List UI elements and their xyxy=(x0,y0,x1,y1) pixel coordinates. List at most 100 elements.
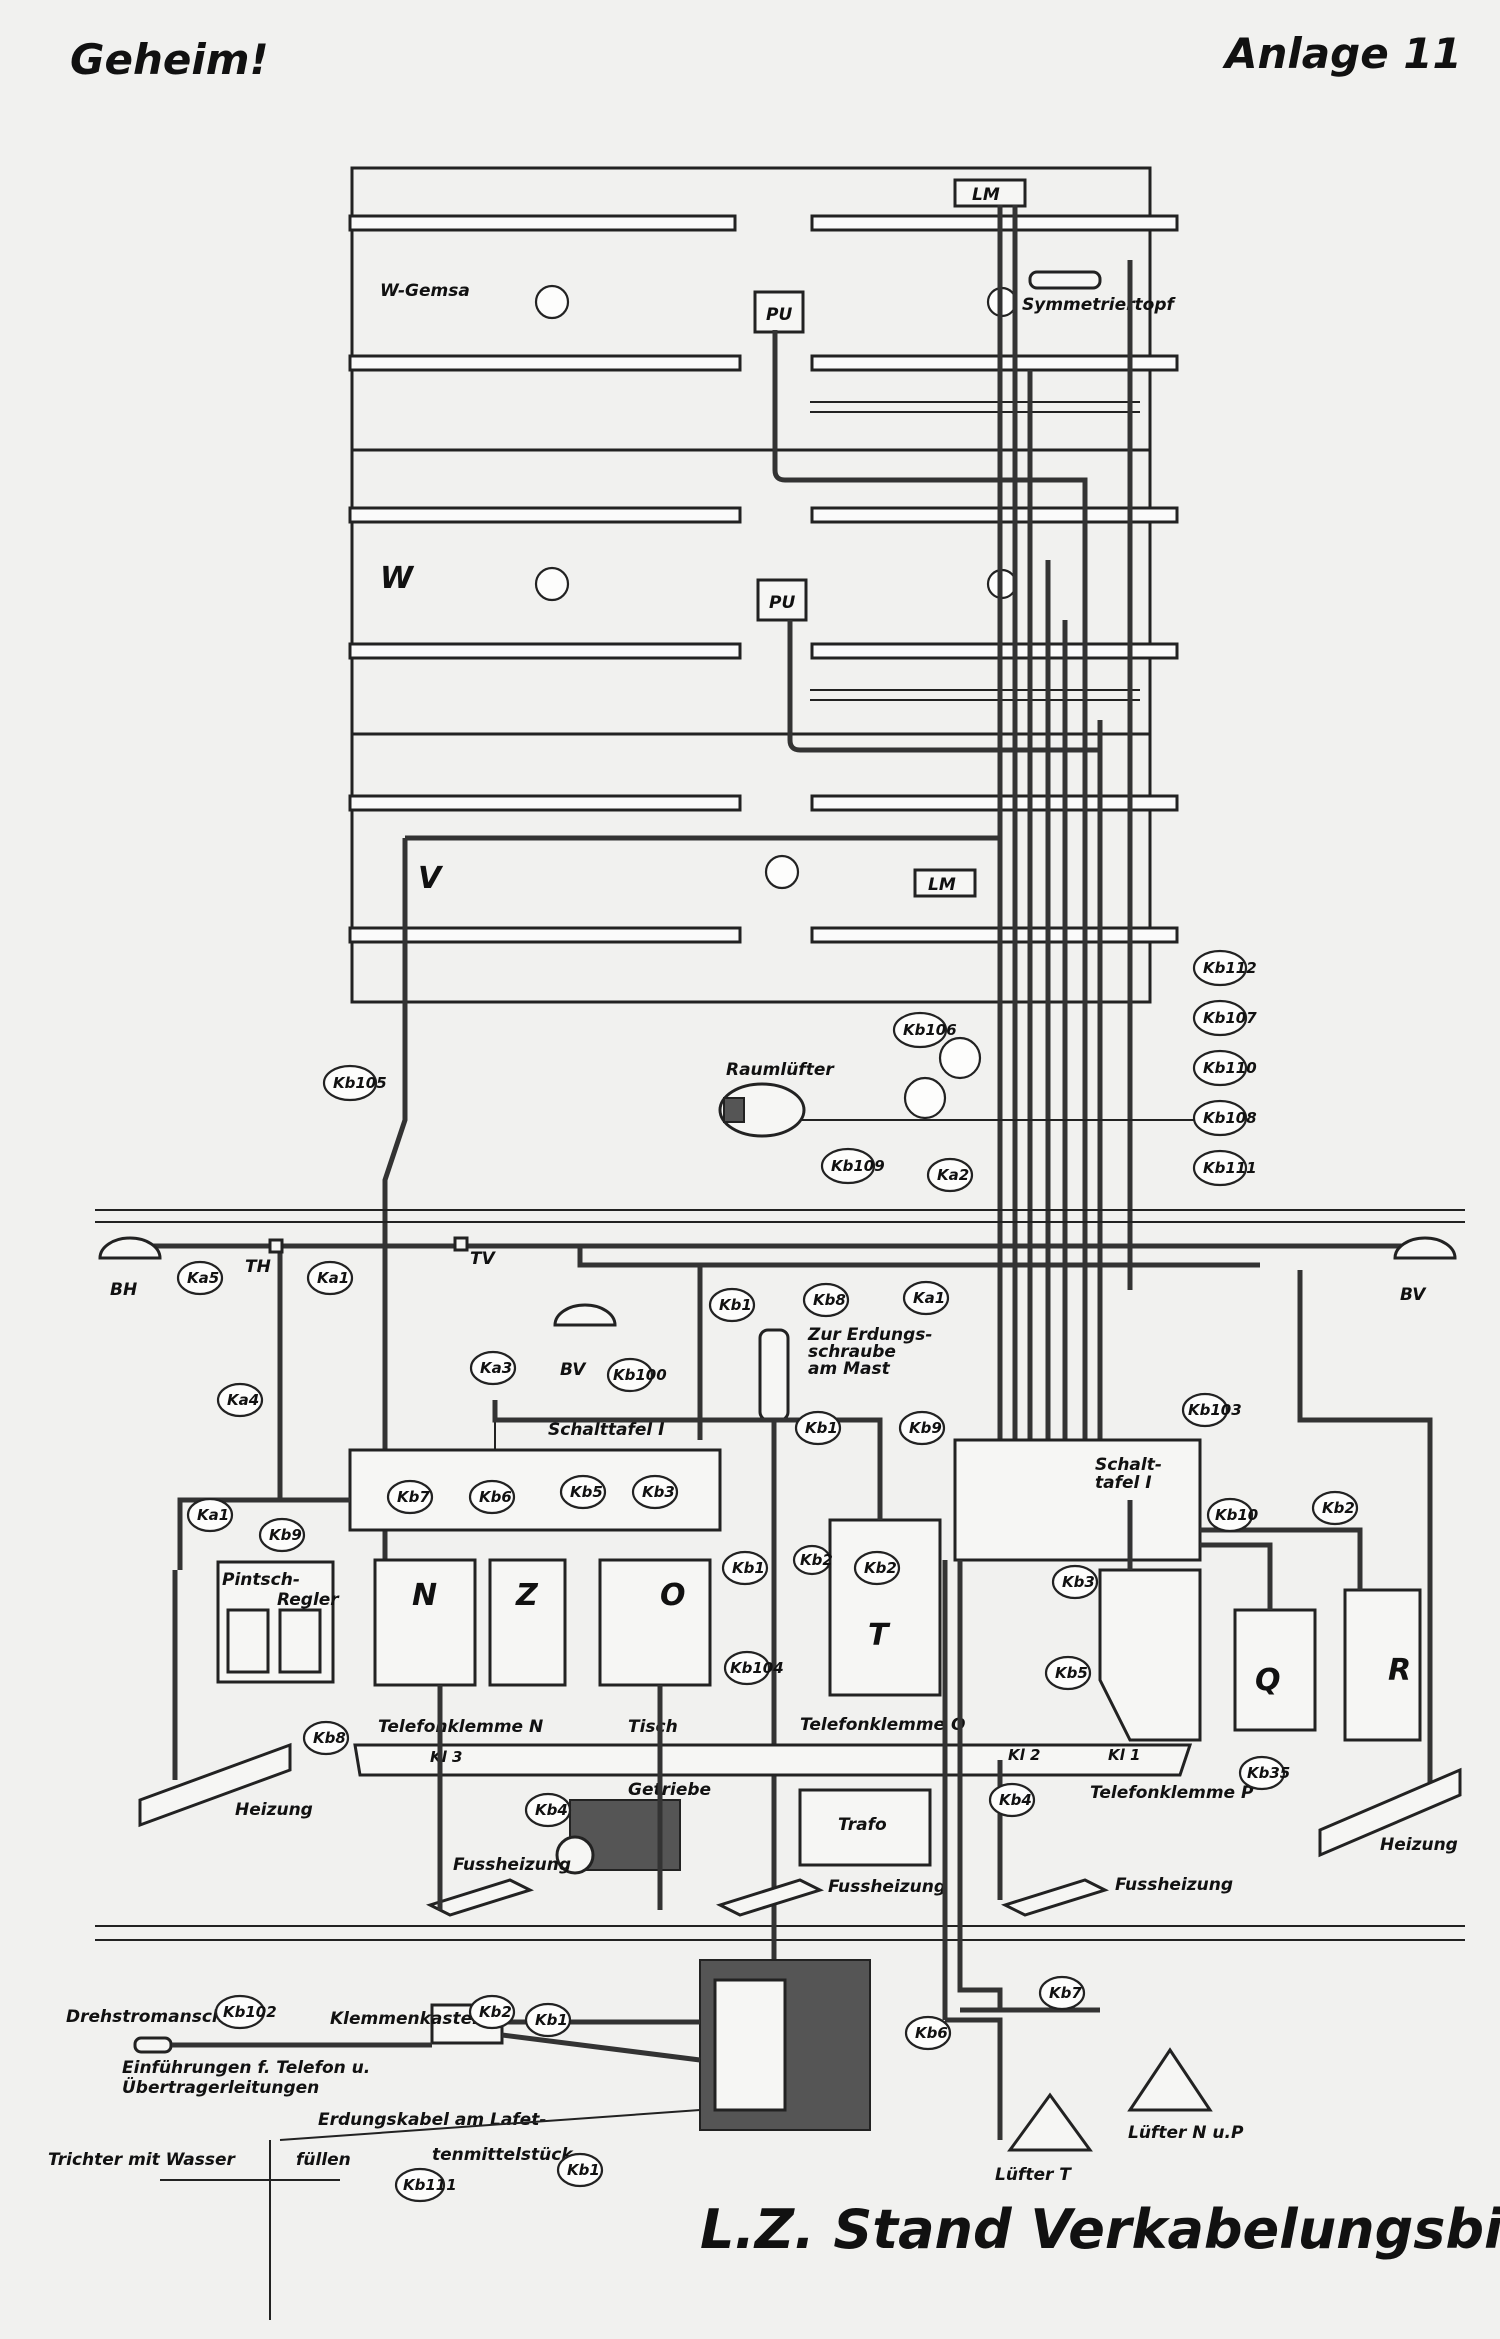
fussheizung-1 xyxy=(426,1878,534,1917)
section-label-w-gemsa: W-Gemsa xyxy=(380,281,470,301)
schalttafel-right-label-2: tafel I xyxy=(1095,1473,1152,1493)
svg-text:Kb8: Kb8 xyxy=(813,1291,846,1309)
tag-kb103: Kb103 xyxy=(1181,1392,1242,1428)
einfuehrungen-label-1: Einführungen f. Telefon u. xyxy=(122,2058,370,2078)
th-label: TH xyxy=(245,1257,271,1277)
tag-kb1d: Kb1 xyxy=(524,2002,572,2038)
schalttafel-left xyxy=(348,1448,722,1532)
mount-ring-v xyxy=(764,854,800,890)
unit-t-label: T xyxy=(868,1618,891,1653)
schalttafel-right xyxy=(953,1438,1202,1562)
svg-text:Ka5: Ka5 xyxy=(187,1269,219,1287)
luefter-t xyxy=(1007,2092,1093,2152)
tag-kb4b: Kb4 xyxy=(988,1782,1036,1818)
open-ring-2 xyxy=(903,1076,947,1120)
tag-kb35: Kb35 xyxy=(1238,1755,1290,1791)
svg-text:Kb103: Kb103 xyxy=(1188,1401,1242,1419)
tag-kb2d: Kb2 xyxy=(468,1994,516,2030)
svg-text:Ka1: Ka1 xyxy=(317,1269,349,1287)
svg-text:Ka1: Ka1 xyxy=(913,1289,945,1307)
unit-q-label: Q xyxy=(1255,1663,1281,1698)
schalttafel-left-label: Schalttafel I xyxy=(548,1420,664,1440)
svg-text:Kb1: Kb1 xyxy=(535,2011,568,2029)
pintsch-label-2: Regler xyxy=(277,1590,340,1610)
tag-kb109: Kb109 xyxy=(820,1147,885,1185)
fussheizung-2 xyxy=(716,1878,824,1917)
pintsch-label-1: Pintsch- xyxy=(222,1570,300,1590)
tag-kb7a: Kb7 xyxy=(386,1479,434,1515)
tag-kb1c: Kb1 xyxy=(721,1550,769,1586)
klemmenkasten-label: Klemmenkasten xyxy=(330,2009,484,2029)
tag-kb10: Kb10 xyxy=(1206,1497,1258,1533)
bracket-right xyxy=(1098,1568,1202,1742)
tag-ka1b: Ka1 xyxy=(902,1280,950,1316)
tag-kb2a: Kb2 xyxy=(1311,1490,1359,1526)
svg-text:Kb109: Kb109 xyxy=(831,1157,885,1175)
unit-z-label: Z xyxy=(515,1578,539,1613)
mount-ring-w-gemsa xyxy=(534,284,570,320)
unit-r-label: R xyxy=(1388,1653,1411,1688)
raumluefter-label: Raumlüfter xyxy=(726,1060,835,1080)
luefter-t-label: Lüfter T xyxy=(995,2165,1072,2185)
svg-text:Kb112: Kb112 xyxy=(1203,959,1257,977)
bv-lamp-right xyxy=(1393,1236,1457,1260)
cabin-wiring xyxy=(172,1440,1363,2020)
annex-heading: Anlage 11 xyxy=(1222,29,1462,78)
erdungskabel-label-2: tenmittelstück xyxy=(432,2145,574,2165)
tag-kb2b: Kb2 xyxy=(792,1544,833,1576)
heizung-right xyxy=(1318,1767,1462,1858)
tag-kb107: Kb107 xyxy=(1192,999,1257,1037)
unit-t xyxy=(828,1518,942,1697)
fussheizung-3-label: Fussheizung xyxy=(1115,1875,1233,1895)
drehstromanschl-label: Drehstromanschl. xyxy=(66,2007,236,2027)
telefonklemme-o-label: Telefonklemme O xyxy=(800,1715,965,1735)
tag-kb3b: Kb3 xyxy=(1051,1564,1099,1600)
svg-text:Kb2: Kb2 xyxy=(864,1559,897,1577)
svg-text:Kb102: Kb102 xyxy=(223,2003,277,2021)
tv-box xyxy=(453,1236,469,1252)
tag-kb106: Kb106 xyxy=(892,1011,957,1049)
luefter-np xyxy=(1127,2047,1213,2112)
svg-text:Kb5: Kb5 xyxy=(570,1483,603,1501)
grounding-pipe xyxy=(758,1328,790,1422)
tag-kb1b: Kb1 xyxy=(794,1410,842,1446)
tag-kb2c: Kb2 xyxy=(853,1550,901,1586)
tag-kb8a: Kb8 xyxy=(802,1282,850,1318)
zur-erdung-label-1: Zur Erdungs- xyxy=(807,1325,932,1345)
tag-kb7b: Kb7 xyxy=(1038,1975,1086,2011)
einfuehrungen-label-2: Übertragerleitungen xyxy=(122,2076,319,2098)
tag-ka3: Ka3 xyxy=(469,1350,517,1386)
heizung-left-label: Heizung xyxy=(235,1800,313,1820)
tag-kb5b: Kb5 xyxy=(1044,1655,1092,1691)
classification-heading: Geheim! xyxy=(70,35,269,84)
svg-text:Kb6: Kb6 xyxy=(479,1488,512,1506)
tag-kb1e: Kb1 xyxy=(556,2152,604,2188)
upper-floor xyxy=(95,1209,1465,1223)
svg-text:Kb2: Kb2 xyxy=(479,2003,512,2021)
lm-unit-top-label: LM xyxy=(972,185,1000,205)
tag-kb6b: Kb6 xyxy=(904,2015,952,2051)
svg-text:Kb107: Kb107 xyxy=(1203,1009,1257,1027)
tag-kb3a: Kb3 xyxy=(631,1474,679,1510)
svg-text:Kb111: Kb111 xyxy=(403,2176,457,2194)
tag-kb8b: Kb8 xyxy=(302,1720,350,1756)
lm-unit-v-label: LM xyxy=(928,875,956,895)
unit-o xyxy=(598,1558,712,1687)
unit-z xyxy=(488,1558,567,1687)
svg-text:Kb10: Kb10 xyxy=(1215,1506,1258,1524)
open-ring-1 xyxy=(938,1036,982,1080)
tag-kb6a: Kb6 xyxy=(468,1479,516,1515)
svg-text:Ka4: Ka4 xyxy=(227,1391,259,1409)
svg-text:Kb1: Kb1 xyxy=(567,2161,600,2179)
telefonklemme-p-label: Telefonklemme P xyxy=(1090,1783,1254,1803)
section-label-v: V xyxy=(418,861,444,896)
symmetriertopf-label: Symmetriertopf xyxy=(1022,295,1177,315)
erdungskabel-label-1: Erdungskabel am Lafet- xyxy=(318,2110,546,2130)
lm-unit-top xyxy=(953,178,1027,208)
svg-text:Kb2: Kb2 xyxy=(800,1551,833,1569)
tag-kb110: Kb110 xyxy=(1192,1049,1257,1087)
tag-kb102: Kb102 xyxy=(214,1994,277,2030)
tag-ka4: Ka4 xyxy=(216,1382,264,1418)
trafo-label: Trafo xyxy=(838,1815,887,1835)
svg-text:Kb4: Kb4 xyxy=(535,1801,568,1819)
